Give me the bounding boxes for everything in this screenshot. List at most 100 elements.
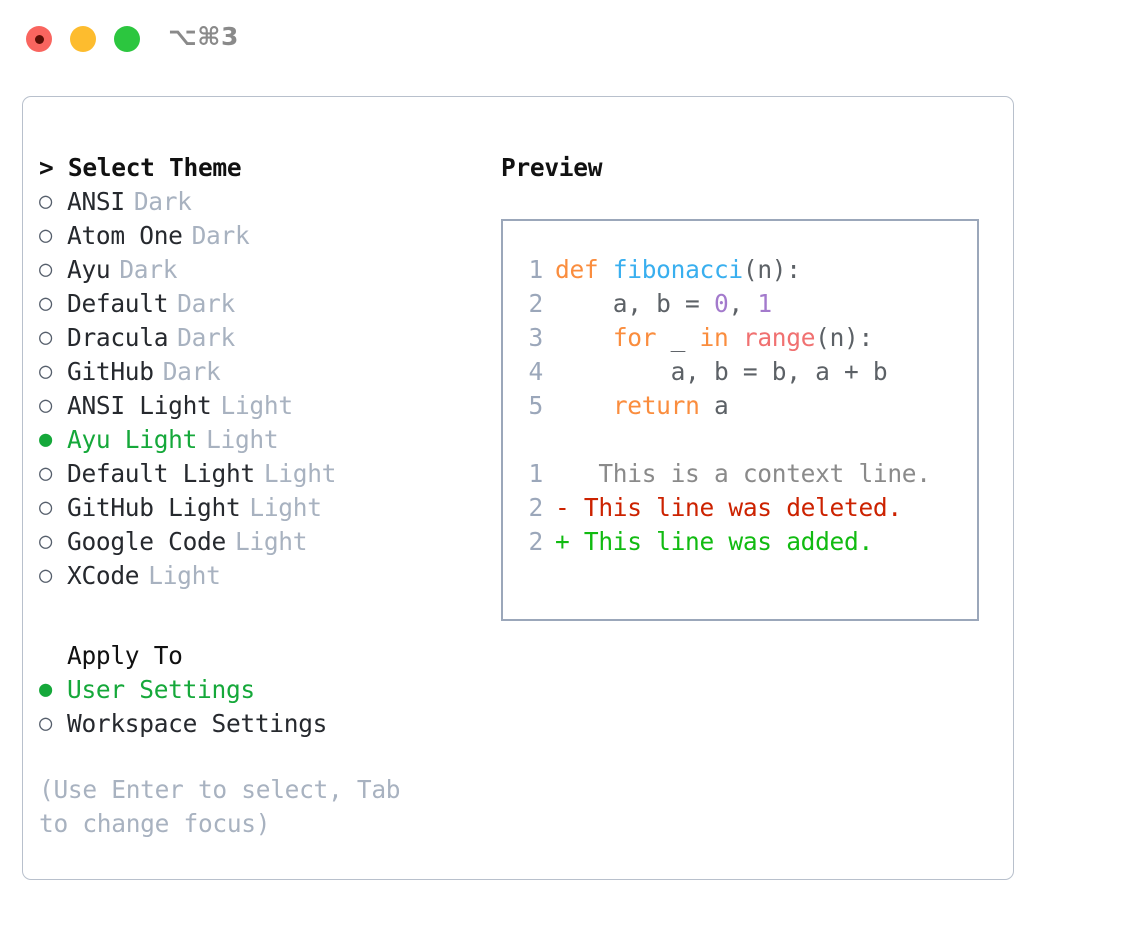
theme-option-ansi-light[interactable]: ○ ANSI Light Light (39, 389, 479, 423)
code-token-pl (555, 391, 613, 420)
apply-to-option-label: User Settings (67, 675, 255, 704)
diff-line-content: This is a context line. (543, 459, 931, 488)
theme-variant-tag: Light (249, 493, 322, 522)
theme-variant-tag: Dark (133, 187, 192, 216)
code-token-bi: range (742, 323, 816, 352)
radio-unselected-icon: ○ (39, 189, 52, 214)
diff-line-ctx: 1 This is a context line. (517, 457, 977, 491)
keyboard-shortcut-label: ⌥⌘3 (168, 22, 239, 51)
theme-option-label: XCode (67, 561, 140, 590)
apply-to-option-workspace-settings[interactable]: ○Workspace Settings (39, 707, 479, 741)
radio-unselected-icon: ○ (39, 291, 52, 316)
apply-to-option-list: ● User Settings ○Workspace Settings (39, 673, 479, 741)
code-token-kw: def (555, 255, 599, 284)
theme-option-label: Dracula (67, 323, 169, 352)
theme-variant-tag: Light (206, 425, 279, 454)
code-token-num: 0 (713, 289, 729, 318)
radio-unselected-icon: ○ (39, 563, 52, 588)
theme-option-ansi[interactable]: ○ ANSI Dark (39, 185, 479, 219)
apply-to-option-label: Workspace Settings (67, 709, 328, 738)
radio-unselected-icon: ○ (39, 461, 52, 486)
theme-variant-tag: Dark (191, 221, 250, 250)
theme-option-xcode[interactable]: ○ XCode Light (39, 559, 479, 593)
code-token-punc: (n): (742, 255, 801, 284)
theme-option-label: ANSI (67, 187, 125, 216)
code-token-pl: a (699, 391, 729, 420)
diff-marker (555, 459, 569, 488)
line-number: 3 (528, 323, 544, 352)
theme-variant-tag: Dark (177, 289, 235, 318)
theme-variant-tag: Dark (119, 255, 178, 284)
radio-unselected-icon: ○ (39, 393, 52, 418)
radio-selected-icon: ● (39, 677, 52, 702)
keyboard-hint-text: (Use Enter to select, Tab to change focu… (39, 775, 401, 838)
code-line-content: def fibonacci(n): (543, 255, 801, 284)
theme-option-label: Ayu (67, 255, 111, 284)
code-line: 5 return a (517, 389, 977, 423)
line-number: 1 (528, 255, 544, 284)
theme-option-label: Google Code (67, 527, 226, 556)
close-button-icon[interactable] (26, 26, 52, 52)
line-number: 4 (528, 357, 544, 386)
diff-sample: 1 This is a context line.2- This line wa… (517, 457, 977, 559)
theme-variant-tag: Light (148, 561, 221, 590)
code-token-punc: (n): (815, 323, 873, 352)
section-spacer (39, 593, 479, 639)
theme-option-ayu[interactable]: ○ Ayu Dark (39, 253, 479, 287)
line-number: 5 (528, 391, 544, 420)
apply-to-heading: Apply To (67, 641, 183, 670)
code-token-pl (728, 323, 742, 352)
diff-line-del: 2- This line was deleted. (517, 491, 977, 525)
code-line: 4 a, b = b, a + b (517, 355, 977, 389)
theme-option-github-light[interactable]: ○ GitHub Light Light (39, 491, 479, 525)
radio-unselected-icon: ○ (39, 495, 52, 520)
theme-variant-tag: Light (220, 391, 294, 420)
diff-text: This line was deleted. (569, 493, 902, 522)
theme-option-label: GitHub Light (67, 493, 241, 522)
radio-unselected-icon: ○ (39, 257, 52, 282)
maximize-button-icon[interactable] (114, 26, 140, 52)
code-line-content: return a (543, 391, 729, 420)
diff-marker: + (555, 527, 570, 556)
code-token-fn: fibonacci (612, 255, 743, 284)
theme-option-label: ANSI Light (67, 391, 212, 420)
code-token-kw: in (699, 323, 729, 352)
diff-text: This line was added. (569, 527, 873, 556)
theme-variant-tag: Dark (162, 357, 221, 386)
diff-marker: - (555, 493, 570, 522)
theme-option-label: Ayu Light (67, 425, 198, 454)
title-bar: ⌥⌘3 (0, 0, 1140, 76)
line-number: 2 (528, 527, 544, 556)
preview-heading: Preview (501, 153, 603, 182)
theme-option-label: Atom One (67, 221, 183, 250)
theme-option-default[interactable]: ○ Default Dark (39, 287, 479, 321)
diff-line-content: - This line was deleted. (543, 493, 902, 522)
apply-to-option-user-settings[interactable]: ● User Settings (39, 673, 479, 707)
diff-line-add: 2+ This line was added. (517, 525, 977, 559)
code-token-pl (598, 255, 612, 284)
code-token-kw: for (612, 323, 657, 352)
code-line-content: for _ in range(n): (543, 323, 873, 352)
select-theme-heading: > Select Theme (39, 151, 479, 185)
select-theme-title: Select Theme (67, 153, 242, 182)
diff-line-content: + This line was added. (543, 527, 873, 556)
line-number: 1 (528, 459, 544, 488)
code-line-content: a, b = 0, 1 (543, 289, 772, 318)
theme-option-label: Default (67, 289, 169, 318)
minimize-button-icon[interactable] (70, 26, 96, 52)
line-number: 2 (528, 493, 544, 522)
code-line: 3 for _ in range(n): (517, 321, 977, 355)
